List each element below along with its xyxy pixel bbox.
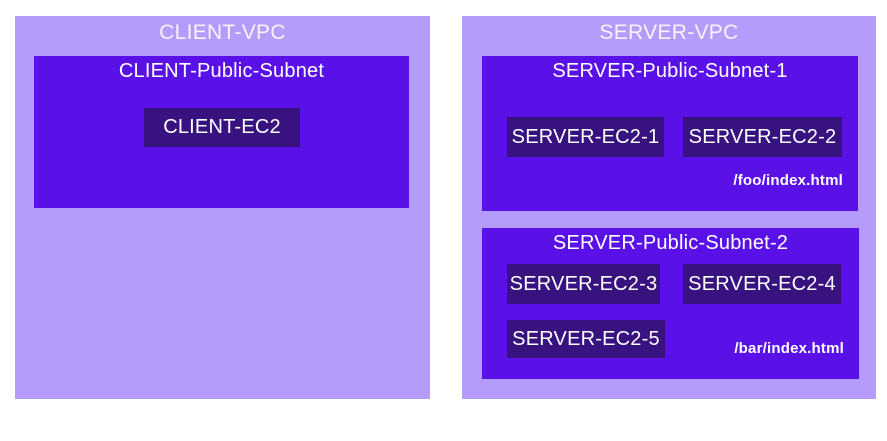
server-public-subnet-1-box: SERVER-Public-Subnet-1 SERVER-EC2-1 SERV… — [482, 56, 858, 211]
foo-index-path-label: /foo/index.html — [733, 172, 843, 189]
server-ec2-5-node: SERVER-EC2-5 — [507, 320, 665, 358]
server-public-subnet-1-title: SERVER-Public-Subnet-1 — [552, 60, 788, 82]
client-public-subnet-title: CLIENT-Public-Subnet — [118, 60, 325, 82]
server-vpc-title: SERVER-VPC — [599, 21, 739, 44]
server-public-subnet-2-box: SERVER-Public-Subnet-2 SERVER-EC2-3 SERV… — [482, 228, 859, 379]
server-ec2-1-node: SERVER-EC2-1 — [507, 117, 664, 157]
client-public-subnet-box: CLIENT-Public-Subnet CLIENT-EC2 — [34, 56, 409, 208]
server-ec2-3-node: SERVER-EC2-3 — [507, 264, 660, 304]
server-public-subnet-2-title: SERVER-Public-Subnet-2 — [552, 232, 789, 254]
client-vpc-title: CLIENT-VPC — [159, 21, 286, 44]
server-ec2-2-node: SERVER-EC2-2 — [683, 117, 842, 157]
bar-index-path-label: /bar/index.html — [734, 340, 844, 357]
client-ec2-node: CLIENT-EC2 — [144, 108, 300, 147]
client-vpc-box: CLIENT-VPC CLIENT-Public-Subnet CLIENT-E… — [15, 16, 430, 399]
server-vpc-box: SERVER-VPC SERVER-Public-Subnet-1 SERVER… — [462, 16, 876, 399]
server-ec2-4-node: SERVER-EC2-4 — [683, 264, 841, 304]
